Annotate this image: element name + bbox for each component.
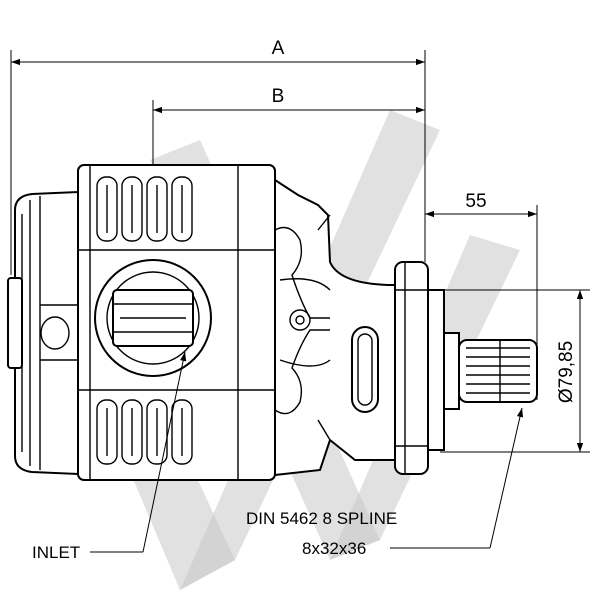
dimension-b-label: B: [272, 86, 285, 107]
pump-body: [7, 164, 538, 481]
mounting-flange: [394, 261, 429, 475]
dimension-a-label: A: [272, 38, 285, 59]
dimension-flange-diameter: Ø79,85: [430, 289, 590, 453]
inlet-callout: INLET: [32, 351, 187, 562]
dimension-a: A: [10, 38, 426, 275]
spline-size-label: 8x32x36: [302, 539, 366, 558]
dimension-shaft-length-label: 55: [465, 191, 486, 212]
spline-callout: DIN 5462 8 SPLINE 8x32x36: [246, 407, 524, 558]
spline-standard-label: DIN 5462 8 SPLINE: [246, 509, 397, 528]
shaft-step: [443, 332, 460, 410]
spline-shaft: [458, 339, 538, 403]
shaft-collar: [427, 289, 445, 451]
inlet-label: INLET: [32, 543, 80, 562]
slot: [351, 326, 379, 413]
dimension-flange-diameter-label: Ø79,85: [556, 341, 577, 403]
